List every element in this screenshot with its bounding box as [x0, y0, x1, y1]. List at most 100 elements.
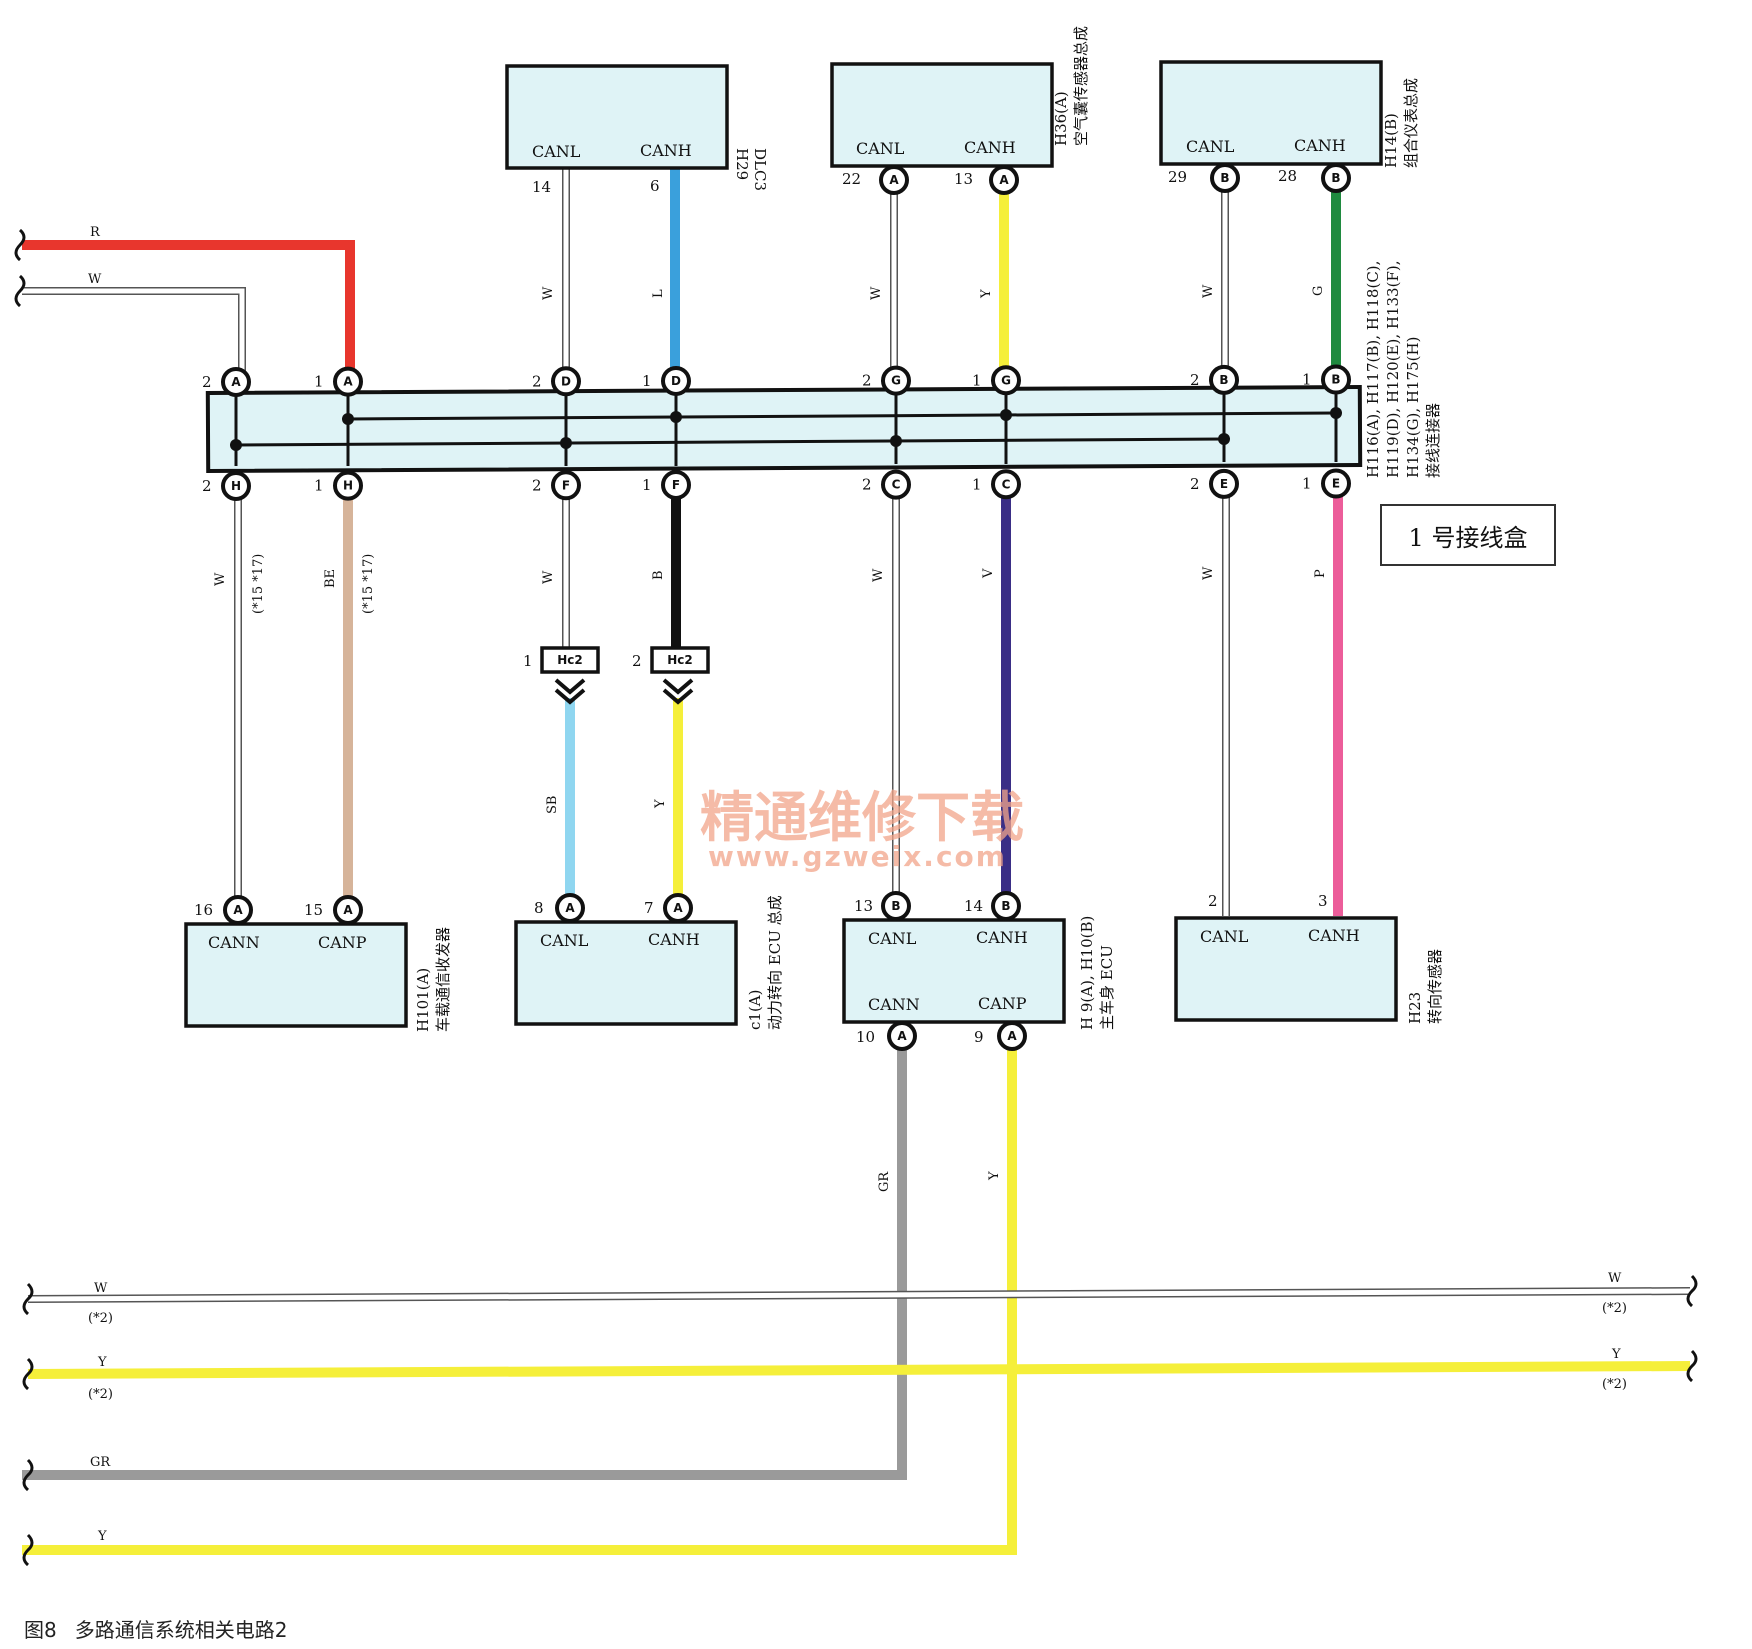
jb-bottom-terminal-letter-5: C	[1002, 477, 1011, 491]
bus-w-right-label: W	[1608, 1271, 1622, 1286]
meter-name: 组合仪表总成	[1402, 78, 1420, 168]
jb-top-pin-no-6: 2	[1190, 371, 1200, 389]
svg-text:Hc2: Hc2	[667, 653, 693, 667]
svg-text:B: B	[891, 899, 900, 913]
airbag-name: 空气囊传感器总成	[1072, 26, 1090, 146]
svg-text:A: A	[343, 903, 353, 917]
bus-w-left-note: (*2)	[88, 1311, 113, 1326]
jb-bottom-terminal-6	[1209, 468, 1239, 499]
dlc3-box	[505, 64, 729, 170]
jb-top-terminal-0	[221, 367, 251, 397]
body-canl-label: CANL	[868, 929, 917, 948]
jb-top-terminal-letter-0: A	[231, 375, 241, 389]
transceiver-terminals: A A	[223, 895, 363, 925]
body-pin-14: 14	[964, 897, 983, 915]
jb-bottom-pin-no-7: 1	[1302, 475, 1312, 493]
transceiver-pin-15: 15	[304, 901, 323, 919]
body-pin-10: 10	[856, 1028, 875, 1046]
wire-label-body-y: Y	[987, 1171, 1002, 1181]
junction-dots	[230, 407, 1342, 451]
jb-top-terminal-3	[661, 365, 691, 396]
jb-top-terminal-6	[1209, 364, 1239, 395]
dlc3-pin-6: 6	[650, 177, 660, 195]
transceiver-code: H101(A)	[414, 968, 432, 1032]
svg-text:Hc2: Hc2	[557, 653, 583, 667]
steer-sensor-name: 转向传感器	[1426, 949, 1444, 1024]
svg-text:A: A	[1007, 1029, 1017, 1043]
dlc3-canl-label: CANL	[532, 142, 581, 161]
jb-bottom-terminal-letter-1: H	[343, 479, 353, 493]
wire-bus-y	[27, 1361, 1691, 1379]
wire-label-f-b: B	[651, 570, 666, 580]
steer-canl-label: CANL	[1200, 927, 1249, 946]
wire-w-input	[22, 287, 246, 382]
svg-text:B: B	[1001, 899, 1010, 913]
jb-top-pin-no-4: 2	[862, 372, 872, 390]
svg-text:1: 1	[523, 652, 533, 670]
steer-pin-2: 2	[1208, 892, 1218, 910]
jb-bottom-terminal-letter-6: E	[1220, 477, 1228, 491]
wire-label-airbag-w: W	[869, 286, 884, 300]
jb-bottom-pin-no-3: 1	[642, 476, 652, 494]
body-cann-label: CANN	[868, 995, 920, 1014]
wire-label-w-top: W	[88, 272, 102, 287]
wire-label-airbag-y: Y	[979, 289, 994, 299]
svg-text:B: B	[1331, 171, 1340, 185]
body-ecu-box	[842, 918, 1066, 1024]
jb-bottom-terminal-3	[661, 469, 691, 500]
wire-label-r: R	[90, 225, 101, 240]
bus-gr-label: GR	[90, 1455, 111, 1470]
airbag-terminals: A A	[879, 165, 1019, 195]
body-ecu-name: 主车身 ECU	[1098, 945, 1116, 1030]
bus-y-right-note: (*2)	[1602, 1377, 1627, 1392]
steer-canh-label: CANH	[1308, 926, 1360, 945]
jb-bottom-terminal-7	[1321, 468, 1351, 499]
wire-label-steer-w: W	[1201, 566, 1216, 580]
jb-bottom-terminal-5	[991, 469, 1021, 500]
jb-top-pin-no-7: 1	[1302, 371, 1312, 389]
junction-codes-line1: H116(A), H117(B), H118(C),	[1364, 261, 1382, 478]
ps-ecu-code: c1(A)	[746, 990, 764, 1030]
dlc3-pin-14: 14	[532, 178, 551, 196]
jb-top-pin-no-3: 1	[642, 372, 652, 390]
jb-top-terminal-5	[991, 365, 1021, 396]
jb-bottom-terminal-1	[333, 470, 363, 501]
jb-top-terminal-1	[333, 366, 363, 397]
transceiver-pin-16: 16	[194, 901, 213, 919]
ps-canh-label: CANH	[648, 930, 700, 949]
wire-label-trans-note1: (*15 *17)	[251, 554, 266, 614]
jb-bottom-pin-no-6: 2	[1190, 475, 1200, 493]
figure-title: 多路通信系统相关电路2	[74, 1618, 288, 1642]
svg-text:B: B	[1220, 171, 1229, 185]
meter-pin-29: 29	[1168, 168, 1187, 186]
wire-label-body-w: W	[871, 568, 886, 582]
jb-bottom-terminal-4	[881, 469, 911, 500]
figure-number: 图8	[24, 1618, 57, 1642]
jb-top-terminal-7	[1321, 364, 1351, 395]
junction-internal-stubs	[234, 388, 1338, 466]
svg-text:A: A	[233, 903, 243, 917]
airbag-canh-label: CANH	[964, 138, 1016, 157]
jb-top-terminal-4	[881, 365, 911, 396]
wire-label-f-w: W	[541, 570, 556, 584]
jb-bottom-terminal-letter-2: F	[562, 478, 570, 492]
bus-w-right-note: (*2)	[1602, 1301, 1627, 1316]
junction-bus-lines	[235, 411, 1337, 447]
wire-bus-w	[27, 1287, 1691, 1303]
svg-text:A: A	[889, 173, 899, 187]
junction-codes-line2: H119(D), H120(E), H133(F),	[1384, 261, 1402, 478]
wire-label-body-gr: GR	[877, 1171, 892, 1192]
ps-ecu-name: 动力转向 ECU 总成	[766, 895, 784, 1030]
hc2-connector-left: Hc2 1	[523, 646, 600, 705]
jb-top-pin-no-0: 2	[202, 373, 212, 391]
wire-label-trans-w: W	[213, 572, 228, 586]
jb-bottom-pin-no-5: 1	[972, 475, 982, 493]
jb-top-terminal-letter-4: G	[891, 374, 901, 388]
wire-label-ps-sb: SB	[545, 796, 560, 814]
ps-pin-7: 7	[644, 899, 654, 917]
svg-text:A: A	[673, 901, 683, 915]
bus-y2-label: Y	[97, 1529, 107, 1544]
figure-caption: 图8 多路通信系统相关电路2	[24, 1614, 305, 1643]
ps-terminals: A A	[555, 893, 693, 923]
